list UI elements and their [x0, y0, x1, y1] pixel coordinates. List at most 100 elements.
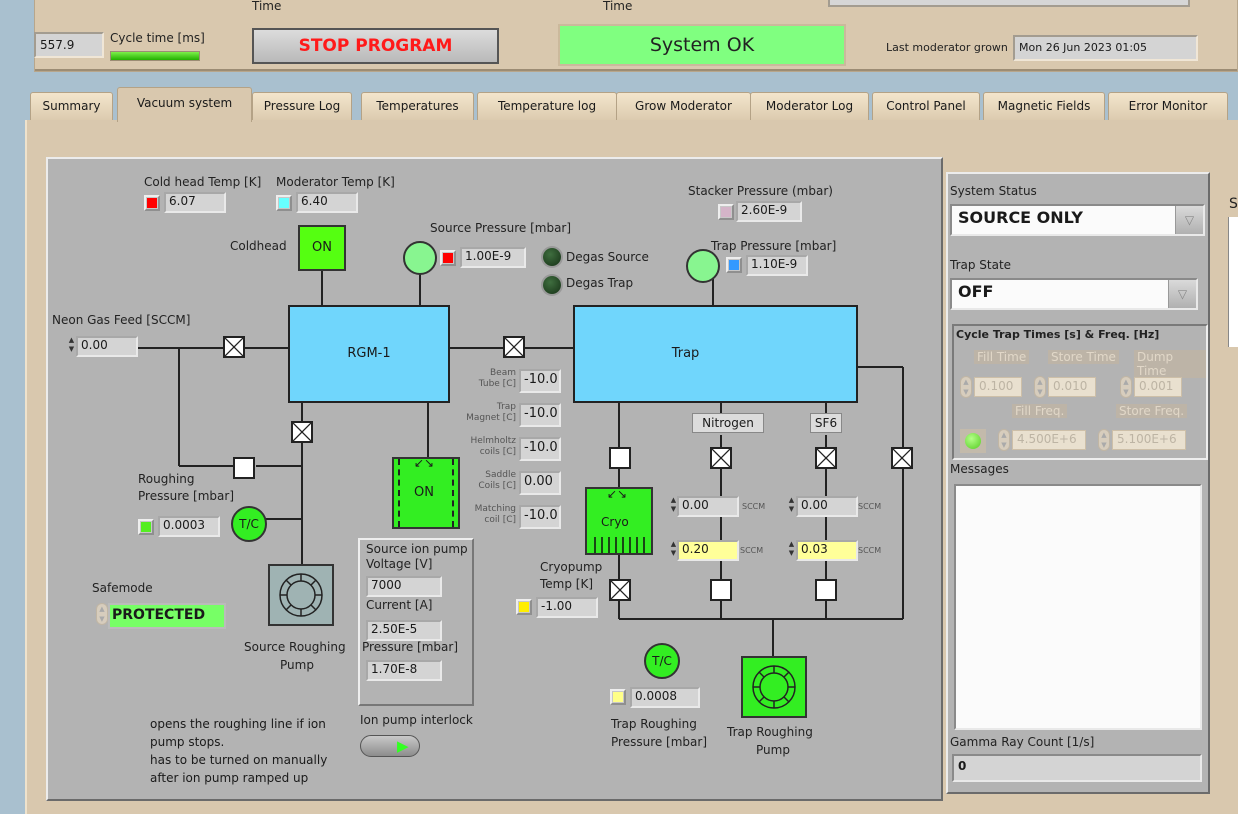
sf6-flow-setpoint[interactable]: 0.03 — [796, 540, 858, 561]
tab-magnetic-fields[interactable]: Magnetic Fields — [983, 92, 1105, 120]
stop-program-button[interactable]: STOP PROGRAM — [252, 28, 499, 64]
fill-time-spinner[interactable]: ▲▼ — [960, 376, 972, 398]
tab-temperature-log[interactable]: Temperature log — [477, 92, 617, 120]
store-time-input[interactable]: 0.010 — [1048, 377, 1096, 397]
messages-box[interactable] — [954, 484, 1202, 730]
store-freq-input[interactable]: 5.100E+6 — [1112, 430, 1186, 450]
tab-grow-moderator[interactable]: Grow Moderator — [616, 92, 751, 120]
magnet-temp-value: 0.00 — [519, 471, 561, 495]
toggle-arrow-icon: ▶ — [397, 737, 409, 755]
tab-vacuum-system[interactable]: Vacuum system — [117, 87, 252, 122]
label-line: Helmholtz — [470, 436, 516, 446]
interlock-note: opens the roughing line if ion pump stop… — [150, 715, 327, 787]
nitrogen-flow-setpoint[interactable]: 0.20 — [677, 540, 739, 561]
label-line: Beam — [490, 368, 516, 378]
store-freq-spinner[interactable]: ▲▼ — [1098, 429, 1110, 451]
stacker-pressure-color — [721, 207, 731, 217]
fill-freq-label: Fill Freq. — [1012, 404, 1068, 418]
ion-pump[interactable]: ↙↘ ON — [392, 456, 460, 529]
valve-cross-icon — [711, 448, 731, 468]
open-valve-icon[interactable] — [815, 579, 837, 601]
coldhead-button[interactable]: ON — [298, 225, 346, 271]
note-line: pump stops. — [150, 735, 225, 749]
dump-time-spinner[interactable]: ▲▼ — [1120, 376, 1132, 398]
label-line: Trap — [496, 402, 516, 412]
valve-cross-icon — [610, 580, 630, 600]
nitrogen-set-spinner[interactable]: ▲▼ — [670, 540, 677, 557]
source-roughing-pump-label-2: Pump — [280, 658, 314, 672]
note-line: opens the roughing line if ion — [150, 717, 326, 731]
valve-cross-icon — [504, 337, 524, 357]
fill-time-input[interactable]: 0.100 — [974, 377, 1022, 397]
cycle-status-led[interactable] — [965, 433, 981, 449]
store-time-spinner[interactable]: ▲▼ — [1034, 376, 1046, 398]
roughing-pressure-color — [141, 522, 151, 532]
trap-state-select[interactable]: OFF▽ — [950, 278, 1198, 310]
nitrogen-actual-spinner[interactable]: ▲▼ — [670, 496, 677, 513]
cryo-pump[interactable]: ↙↘ Cryo — [585, 487, 653, 555]
closed-valve-icon[interactable] — [291, 421, 313, 443]
nitrogen-flow-actual: 0.00 — [677, 496, 739, 517]
fill-freq-spinner[interactable]: ▲▼ — [998, 429, 1010, 451]
closed-valve-icon[interactable] — [223, 336, 245, 358]
nitrogen-button[interactable]: Nitrogen — [692, 413, 764, 433]
safemode-value[interactable]: PROTECTED — [108, 603, 226, 629]
store-freq-label: Store Freq. — [1116, 404, 1188, 418]
sf6-button[interactable]: SF6 — [810, 413, 842, 433]
neon-feed-spinner[interactable]: ▲▼ — [68, 336, 75, 353]
moderator-temp-color — [279, 198, 289, 208]
sf6-set-spinner[interactable]: ▲▼ — [788, 540, 795, 557]
safemode-spinner[interactable]: ▲▼ — [96, 603, 108, 625]
trap-chamber: Trap — [573, 305, 858, 403]
magnet-temp-value: -10.0 — [519, 403, 561, 427]
closed-valve-icon[interactable] — [891, 447, 913, 469]
open-valve-icon[interactable] — [609, 447, 631, 469]
sf6-actual-spinner[interactable]: ▲▼ — [788, 496, 795, 513]
trap-roughing-pump[interactable] — [741, 656, 807, 718]
ion-pump-pressure-value: 1.70E-8 — [366, 660, 442, 681]
trap-pressure-gauge-icon — [686, 249, 720, 283]
degas-source-led[interactable] — [543, 248, 561, 266]
open-valve-icon[interactable] — [233, 457, 255, 479]
stacker-pressure-led — [718, 204, 734, 220]
trap-pressure-color — [729, 260, 739, 270]
open-valve-icon[interactable] — [710, 579, 732, 601]
tab-control-panel[interactable]: Control Panel — [872, 92, 980, 120]
system-status-select[interactable]: SOURCE ONLY▽ — [950, 204, 1205, 236]
sf6-flow-actual: 0.00 — [796, 496, 858, 517]
coldhead-temp-label: Cold head Temp [K] — [144, 175, 262, 189]
trap-roughing-pressure-label-1: Trap Roughing — [611, 717, 697, 731]
last-moderator-value: Mon 26 Jun 2023 01:05 — [1013, 35, 1198, 61]
closed-valve-icon[interactable] — [609, 579, 631, 601]
closed-valve-icon[interactable] — [710, 447, 732, 469]
label-line: coil [C] — [484, 515, 516, 525]
tab-pressure-log[interactable]: Pressure Log — [252, 92, 352, 120]
fill-freq-input[interactable]: 4.500E+6 — [1012, 430, 1086, 450]
cycle-time-bar — [110, 51, 200, 61]
coldhead-label: Coldhead — [230, 239, 287, 253]
tab-temperatures[interactable]: Temperatures — [361, 92, 474, 120]
label-line: Saddle — [485, 470, 516, 480]
tab-error-monitor[interactable]: Error Monitor — [1108, 92, 1228, 120]
tab-summary[interactable]: Summary — [30, 92, 113, 120]
neon-feed-label: Neon Gas Feed [SCCM] — [52, 313, 191, 327]
degas-trap-led[interactable] — [543, 276, 561, 294]
roughing-pressure-label-2: Pressure [mbar] — [138, 489, 235, 503]
ion-pump-voltage-label: Voltage [V] — [366, 557, 433, 571]
status-side-panel: System Status SOURCE ONLY▽ Trap State OF… — [946, 172, 1210, 794]
neon-feed-input[interactable]: 0.00 — [76, 336, 138, 357]
tab-moderator-log[interactable]: Moderator Log — [750, 92, 869, 120]
ion-pump-outline — [398, 459, 454, 527]
dump-time-input[interactable]: 0.001 — [1134, 377, 1182, 397]
valve-cross-icon — [224, 337, 244, 357]
source-roughing-pump[interactable] — [268, 564, 334, 626]
cycle-time-value: 557.9 — [34, 32, 104, 58]
source-roughing-pump-label-1: Source Roughing — [244, 640, 346, 654]
closed-valve-icon[interactable] — [503, 336, 525, 358]
closed-valve-icon[interactable] — [815, 447, 837, 469]
label-line: Magnet [C] — [466, 413, 516, 423]
ion-pump-interlock-toggle[interactable]: ▶ — [360, 735, 420, 757]
pipe-lines — [138, 271, 904, 656]
coldhead-temp-value: 6.07 — [164, 192, 226, 213]
